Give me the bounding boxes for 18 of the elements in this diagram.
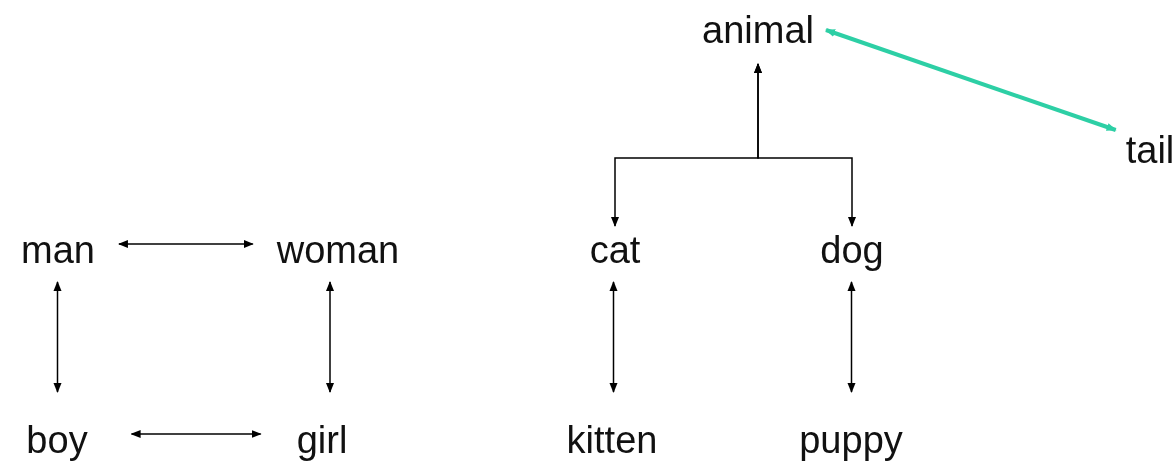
word-label: animal — [702, 10, 814, 50]
word-label: tail — [1125, 130, 1172, 170]
double-arrow — [847, 281, 856, 393]
word-label: boy — [26, 420, 88, 460]
double-arrow — [117, 240, 254, 248]
word-label: girl — [296, 420, 348, 460]
word-label: man — [21, 230, 95, 270]
double-arrow — [825, 28, 1117, 132]
double-arrow — [754, 63, 856, 227]
word-label: woman — [276, 230, 400, 270]
double-arrow — [53, 281, 62, 393]
word-label: dog — [820, 230, 884, 270]
double-arrow — [326, 281, 334, 393]
word-label: puppy — [799, 420, 903, 460]
word-label: cat — [589, 230, 641, 270]
double-arrow — [609, 281, 618, 393]
word-label: kitten — [566, 420, 658, 460]
double-arrow — [130, 430, 262, 438]
